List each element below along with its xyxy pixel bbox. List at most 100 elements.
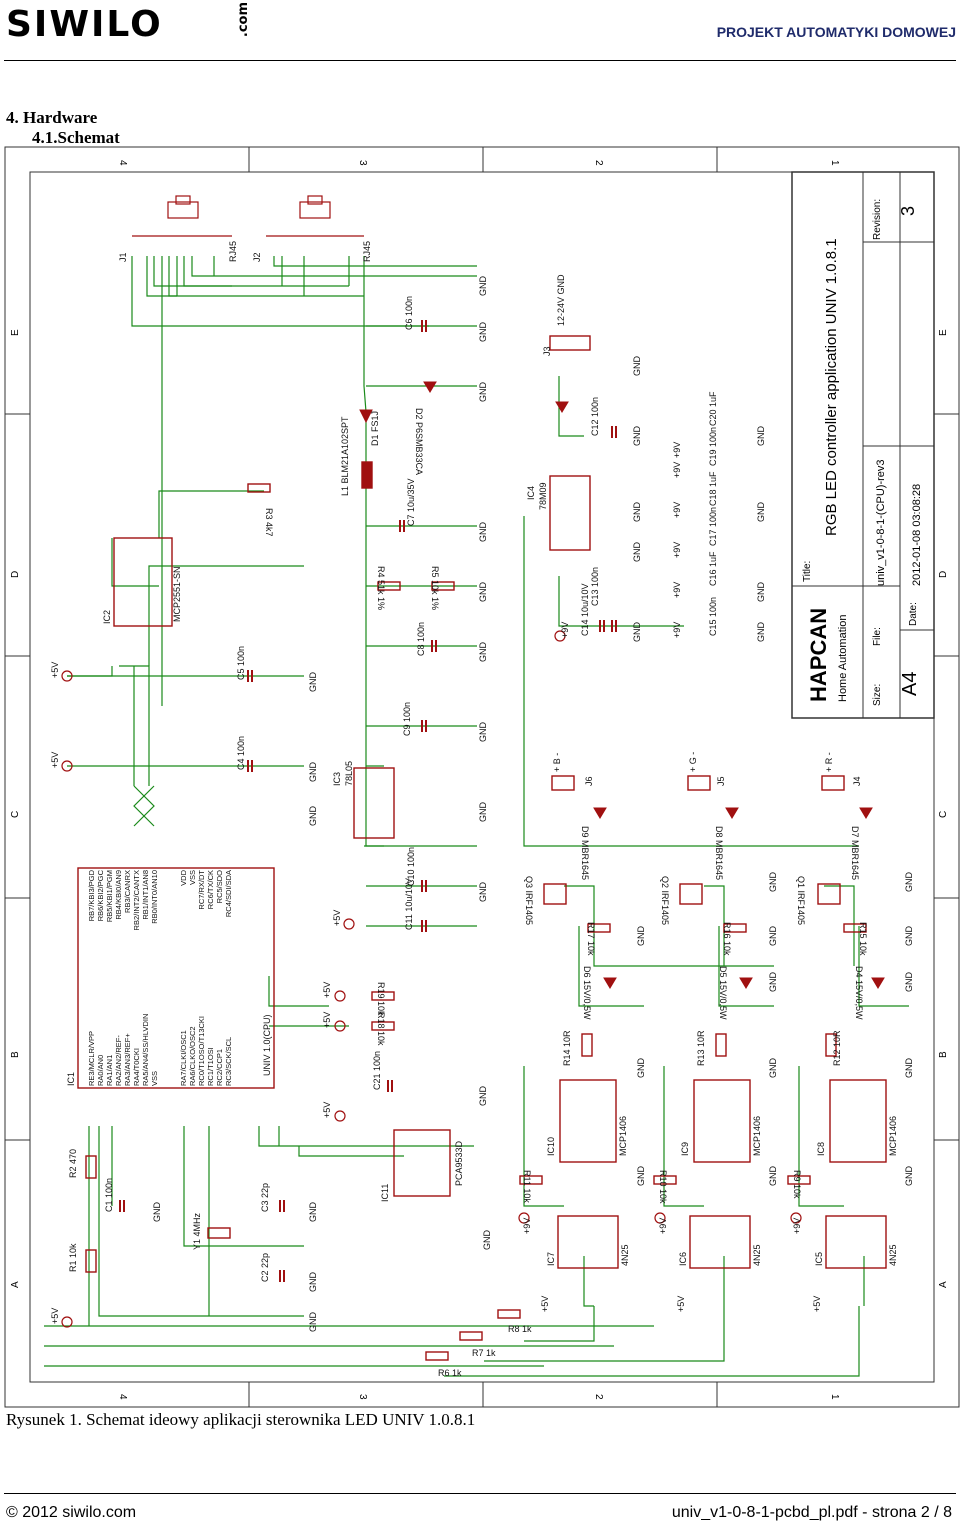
gnd-label: GND <box>478 802 488 823</box>
p9v-label: +9V <box>792 1218 802 1234</box>
p5v-label: +5V <box>322 1102 332 1118</box>
ic5-body <box>825 1215 887 1269</box>
ic1-pin-right: RB0/INT0/AN10 <box>150 870 159 924</box>
ic1-pin-left: RE3/MCLR/VPP <box>87 1031 96 1086</box>
j6-connector-body <box>551 775 575 791</box>
ic11-label: IC11 <box>380 1184 390 1202</box>
j4-pins: + R - <box>824 752 834 772</box>
r1-body <box>85 1249 97 1273</box>
y1-label: Y1 4MHz <box>192 1212 202 1250</box>
c5-label: C5 100n <box>236 646 246 680</box>
file-label: File: <box>872 627 883 646</box>
r13-label: R13 10R <box>696 1030 706 1066</box>
title-block: Title: RGB LED controller application UN… <box>791 171 935 719</box>
r5-label: R5 10k 1% <box>430 566 440 610</box>
frame-col-1-top: 1 <box>829 160 840 166</box>
ic11-body <box>393 1129 451 1197</box>
gnd-label: GND <box>632 542 642 563</box>
p5v-label: +5V <box>676 1296 686 1312</box>
r5-body <box>431 581 455 591</box>
c7-label: C7 10u/35V <box>406 478 416 526</box>
frame-col-3-bottom: 3 <box>357 1394 368 1400</box>
d8-label: D8 MBR1645 <box>714 826 724 880</box>
file-value: univ_v1-0-8-1-(CPU)-rev3 <box>875 459 887 586</box>
r17-body <box>587 923 611 933</box>
r6-body <box>425 1351 449 1361</box>
gnd-label: GND <box>308 672 318 693</box>
p5v-label: +5V <box>812 1296 822 1312</box>
rj45-j2-icon <box>266 195 364 237</box>
ic9-label: IC9 <box>680 1142 690 1156</box>
gnd-label: GND <box>308 1272 318 1293</box>
r19-label: R19 10k <box>376 982 386 1016</box>
r15-label: R15 10k <box>858 922 868 956</box>
footer-page-info: univ_v1-0-8-1-pcbd_pl.pdf - strona 2 / 8 <box>671 1504 952 1521</box>
j2-type: RJ45 <box>362 241 372 262</box>
footer-copyright: © 2012 siwilo.com <box>6 1504 137 1521</box>
r10-body <box>653 1175 677 1185</box>
d9-label: D9 MBR1645 <box>580 826 590 880</box>
d6-label: D6 15V/0,5W <box>582 966 592 1020</box>
frame-row-E-right: E <box>938 329 949 336</box>
company-name: HAPCAN <box>806 608 831 702</box>
ic9-name: MCP1406 <box>752 1116 762 1156</box>
ic2-label: IC2 <box>102 610 112 624</box>
r11-label: R11 10k <box>522 1170 532 1203</box>
date-value: 2012-01-08 03:08:28 <box>911 484 923 586</box>
frame-row-A-right: A <box>938 1281 949 1288</box>
ic1-pin-left: RC1/T1OSI <box>206 1047 215 1086</box>
section-subheading: 4.1.Schemat <box>32 128 120 147</box>
gnd-label: GND <box>756 622 766 643</box>
ic1-pin-left: VSS <box>150 1071 159 1086</box>
p9v-label: +9V <box>658 1218 668 1234</box>
r2-body <box>85 1155 97 1179</box>
gnd-label: GND <box>768 972 778 993</box>
gnd-label: GND <box>904 872 914 893</box>
r12-label: R12 10R <box>832 1030 842 1066</box>
q1-label: Q1 IRF1405 <box>796 876 806 925</box>
l1-label: L1 BLM21A102SPT <box>340 416 350 496</box>
j5-label: J5 <box>716 776 726 786</box>
page-header: SIWILO .com PROJEKT AUTOMATYKI DOMOWEJ <box>0 0 960 62</box>
j6-pins: + B - <box>552 753 562 772</box>
j1-type: RJ45 <box>228 241 238 262</box>
project-title: PROJEKT AUTOMATYKI DOMOWEJ <box>716 24 956 40</box>
c9-label: C9 100n <box>402 702 412 736</box>
ic4-body <box>549 475 591 551</box>
r14-label: R14 10R <box>562 1030 572 1066</box>
r4-label: R4 51k 1% <box>376 566 386 610</box>
j5-pins: + G - <box>688 752 698 772</box>
d5-label: D5 15V/0,5W <box>718 966 728 1020</box>
ic1-pin-right: RB2/INT2/CANTX <box>132 870 141 930</box>
ic7-label: IC7 <box>546 1252 556 1266</box>
j6-label: J6 <box>584 776 594 786</box>
r7-body <box>459 1331 483 1341</box>
wires <box>44 256 909 1377</box>
p9v-label: +9V <box>672 502 682 518</box>
ic3-name: 78L05 <box>344 761 354 786</box>
r1-label: R1 10k <box>68 1243 78 1272</box>
title-label: Title: <box>802 561 813 582</box>
r16-body <box>723 923 747 933</box>
j3-pins: 12-24V GND <box>556 274 566 326</box>
p9v-label: +9V <box>522 1218 532 1234</box>
ic1-pin-right: RB4/KBI0/AN9 <box>114 870 123 920</box>
ic1-pin-left: RA6/CLKO/OSC2 <box>188 1026 197 1086</box>
gnd-label: GND <box>636 1166 646 1187</box>
gnd-label: GND <box>768 1166 778 1187</box>
ic1-name: UNIV 1.0(CPU) <box>262 1014 272 1076</box>
d1-label: D1 FS1J <box>370 411 380 446</box>
frame-row-E-left: E <box>10 329 21 336</box>
header-divider <box>4 60 956 61</box>
c19-label: C19 100n <box>708 427 718 466</box>
gnd-label: GND <box>308 806 318 827</box>
ic2-body <box>113 537 173 627</box>
p5v-label: +5V <box>322 982 332 998</box>
frame-row-D-left: D <box>10 571 21 578</box>
gnd-label: GND <box>756 502 766 523</box>
date-label: Date: <box>908 602 919 626</box>
c10-label: C10 100n <box>406 847 416 886</box>
ic5-name: 4N25 <box>888 1244 898 1266</box>
gnd-label: GND <box>478 882 488 903</box>
j3-label: J3 <box>542 346 552 356</box>
